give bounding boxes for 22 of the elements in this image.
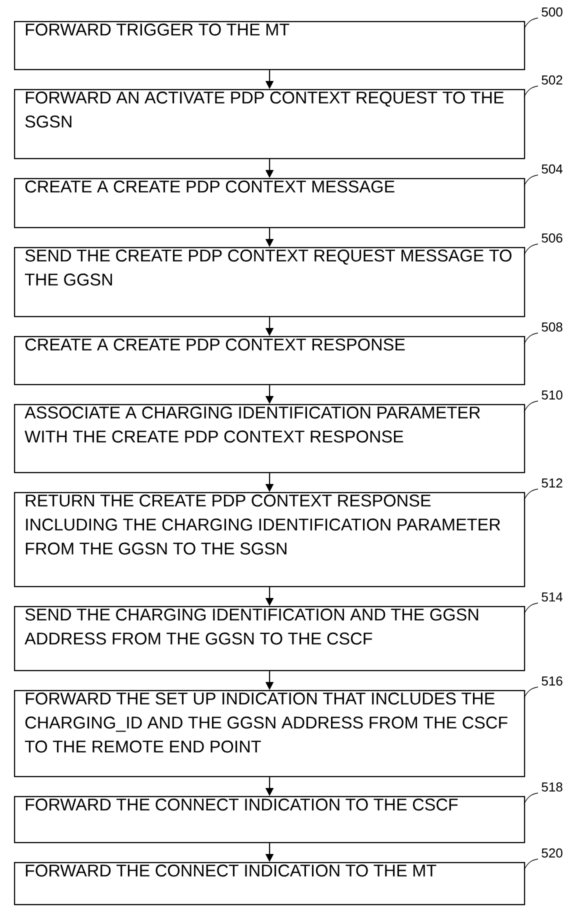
reference-numeral: 520 — [524, 848, 562, 870]
reference-numeral: 504 — [524, 164, 563, 186]
reference-numeral: 506 — [524, 233, 562, 256]
process-box: ASSOCIATE A CHARGING IDENTIFICATION PARAMETER WITH THE CREATE PDP CONTEXT RESPONSE — [14, 404, 526, 474]
process-box: FORWARD AN ACTIVATE PDP CONTEXT REQUEST TO THE SGSN — [14, 89, 526, 160]
process-box: FORWARD TRIGGER TO THE MT — [14, 21, 526, 70]
process-box: CREATE A CREATE PDP CONTEXT MESSAGE — [14, 178, 526, 228]
process-box: FORWARD THE CONNECT INDICATION TO THE MT — [14, 862, 526, 906]
process-box: SEND THE CREATE PDP CONTEXT REQUEST MESSAGE TO THE GGSN — [14, 247, 526, 318]
reference-numeral: 508 — [524, 322, 562, 344]
reference-numeral: 514 — [524, 592, 563, 614]
reference-numeral: 510 — [524, 390, 562, 412]
reference-numeral: 518 — [524, 782, 562, 804]
process-box: SEND THE CHARGING IDENTIFICATION AND THE GGSN ADDRESS FROM THE GGSN TO THE CSCF — [14, 606, 526, 672]
process-box: FORWARD THE CONNECT INDICATION TO THE CSCF — [14, 796, 526, 844]
reference-numeral: 500 — [524, 7, 562, 30]
process-box: RETURN THE CREATE PDP CONTEXT RESPONSE INCLUDING THE CHARGING IDENTIFICATION PARAMETER FROM THE GGSN TO THE SGSN — [14, 492, 526, 588]
process-box: CREATE A CREATE PDP CONTEXT RESPONSE — [14, 336, 526, 386]
reference-numeral: 516 — [524, 676, 562, 698]
reference-numeral: 512 — [524, 478, 562, 500]
reference-numeral: 502 — [524, 75, 562, 98]
process-box: FORWARD THE SET UP INDICATION THAT INCLUDES THE CHARGING_ID AND THE GGSN ADDRESS FROM THE CSCF TO THE REMOTE END POINT — [14, 690, 526, 778]
